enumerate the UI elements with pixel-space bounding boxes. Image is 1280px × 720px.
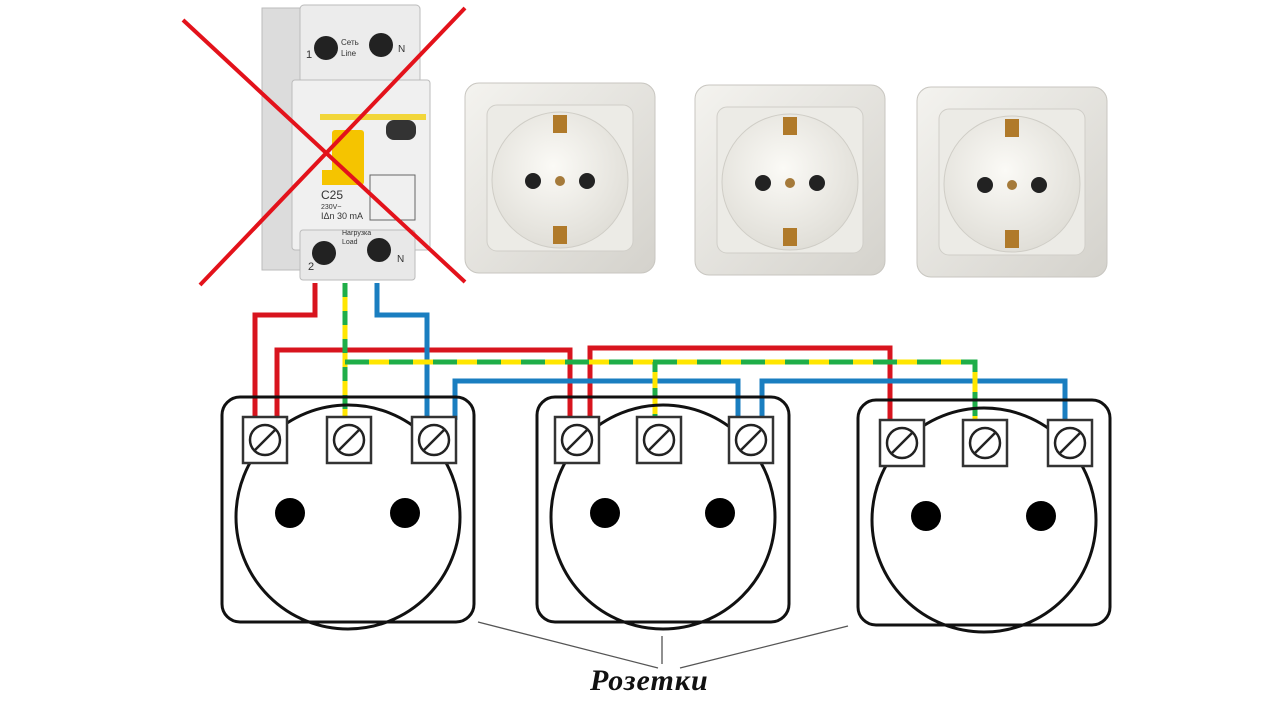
socket-photo — [464, 82, 656, 274]
outlet — [220, 395, 476, 631]
outlet — [535, 395, 791, 631]
breaker-neutral-bottom: N — [397, 254, 404, 265]
breaker-leakage: IΔn 30 mA — [321, 211, 363, 221]
terminal-screw — [1046, 418, 1094, 468]
socket-photos — [464, 82, 1108, 278]
terminal-screw — [878, 418, 926, 468]
outlet-face — [870, 406, 1098, 634]
ground-clip — [1005, 230, 1019, 248]
outlets-caption: Розетки — [590, 664, 709, 697]
terminal-screw — [553, 415, 601, 465]
breaker-line-ru: Сеть — [341, 38, 359, 47]
socket-photo — [694, 84, 886, 276]
pin-hole — [705, 498, 735, 528]
pin-hole — [1026, 501, 1056, 531]
pin-hole — [590, 498, 620, 528]
outlet-frame — [856, 398, 1112, 627]
terminal-screw — [635, 415, 683, 465]
breaker-terminal-2: 2 — [308, 261, 314, 273]
ground-clip — [783, 117, 797, 135]
ground-clip — [1005, 119, 1019, 137]
terminal-screw — [727, 415, 775, 465]
pin-hole — [525, 173, 541, 189]
breaker-neutral-top: N — [398, 44, 405, 55]
terminal-screw — [325, 415, 373, 465]
socket-photo — [916, 86, 1108, 278]
screw — [785, 178, 795, 188]
pin-hole — [977, 177, 993, 193]
terminal-screw — [410, 415, 458, 465]
breaker-rating: C25 — [321, 188, 343, 202]
pin-hole — [911, 501, 941, 531]
cross-out-mark — [181, 6, 467, 287]
ground-clip — [783, 228, 797, 246]
breaker-load-ru: Нагрузка — [342, 230, 371, 237]
breaker-voltage: 230V~ — [321, 204, 341, 211]
pin-hole — [809, 175, 825, 191]
ground-clip — [553, 115, 567, 133]
breaker-load-en: Load — [342, 239, 358, 246]
phase-wire — [252, 283, 893, 422]
breaker-terminal-1: 1 — [306, 49, 312, 61]
outlet — [856, 398, 1112, 634]
outlet-face — [234, 403, 462, 631]
wires — [252, 283, 1068, 422]
caption-pointer-lines — [477, 621, 849, 669]
outlet-frame — [220, 395, 476, 624]
pin-hole — [275, 498, 305, 528]
pin-hole — [579, 173, 595, 189]
outlet-face — [549, 403, 777, 631]
pin-hole — [1031, 177, 1047, 193]
screw — [555, 176, 565, 186]
outlet-schematics — [220, 395, 1112, 634]
breaker-line-en: Line — [341, 49, 357, 58]
screw — [1007, 180, 1017, 190]
rcbo-breaker: 1 Сеть Line N C25 230V~ IΔn 30 mA Нагруз… — [261, 4, 431, 281]
terminal-screw — [241, 415, 289, 465]
pin-hole — [755, 175, 771, 191]
ground-clip — [553, 226, 567, 244]
pin-hole — [390, 498, 420, 528]
outlet-frame — [535, 395, 791, 624]
terminal-screw — [961, 418, 1009, 468]
